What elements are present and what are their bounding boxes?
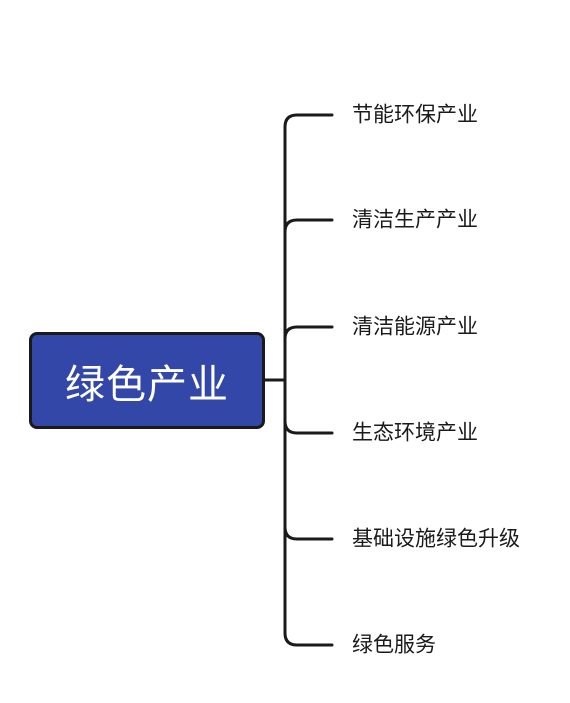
branch-trunk [283, 113, 334, 647]
branch-node-1[interactable]: 节能环保产业 [352, 102, 478, 127]
branch-connector-3 [283, 325, 334, 341]
root-node-label: 绿色产业 [65, 361, 229, 408]
branch-connector-4 [283, 419, 334, 435]
branch-node-4[interactable]: 生态环境产业 [352, 420, 478, 445]
branch-node-6[interactable]: 绿色服务 [352, 632, 436, 657]
branch-connector-2 [283, 218, 334, 234]
branch-node-3[interactable]: 清洁能源产业 [352, 314, 478, 339]
branch-node-5[interactable]: 基础设施绿色升级 [352, 526, 520, 551]
branch-connector-5 [283, 525, 334, 541]
branch-node-2[interactable]: 清洁生产产业 [352, 207, 478, 232]
root-node[interactable]: 绿色产业 [29, 332, 265, 429]
